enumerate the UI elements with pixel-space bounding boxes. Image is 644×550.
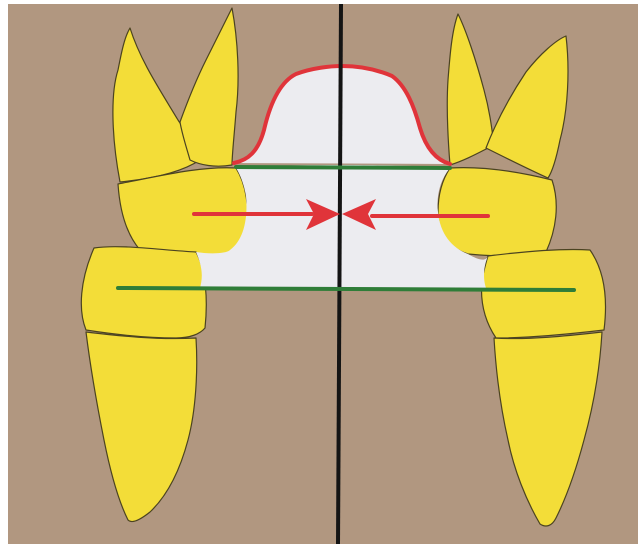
right-lower-molar-crown [482,249,606,338]
upper-green-line [236,167,450,168]
left-upper-molar-crown [118,168,248,255]
right-upper-molar-crown [438,168,556,256]
lower-green-line [118,288,574,290]
left-lower-molar-crown [81,247,206,338]
